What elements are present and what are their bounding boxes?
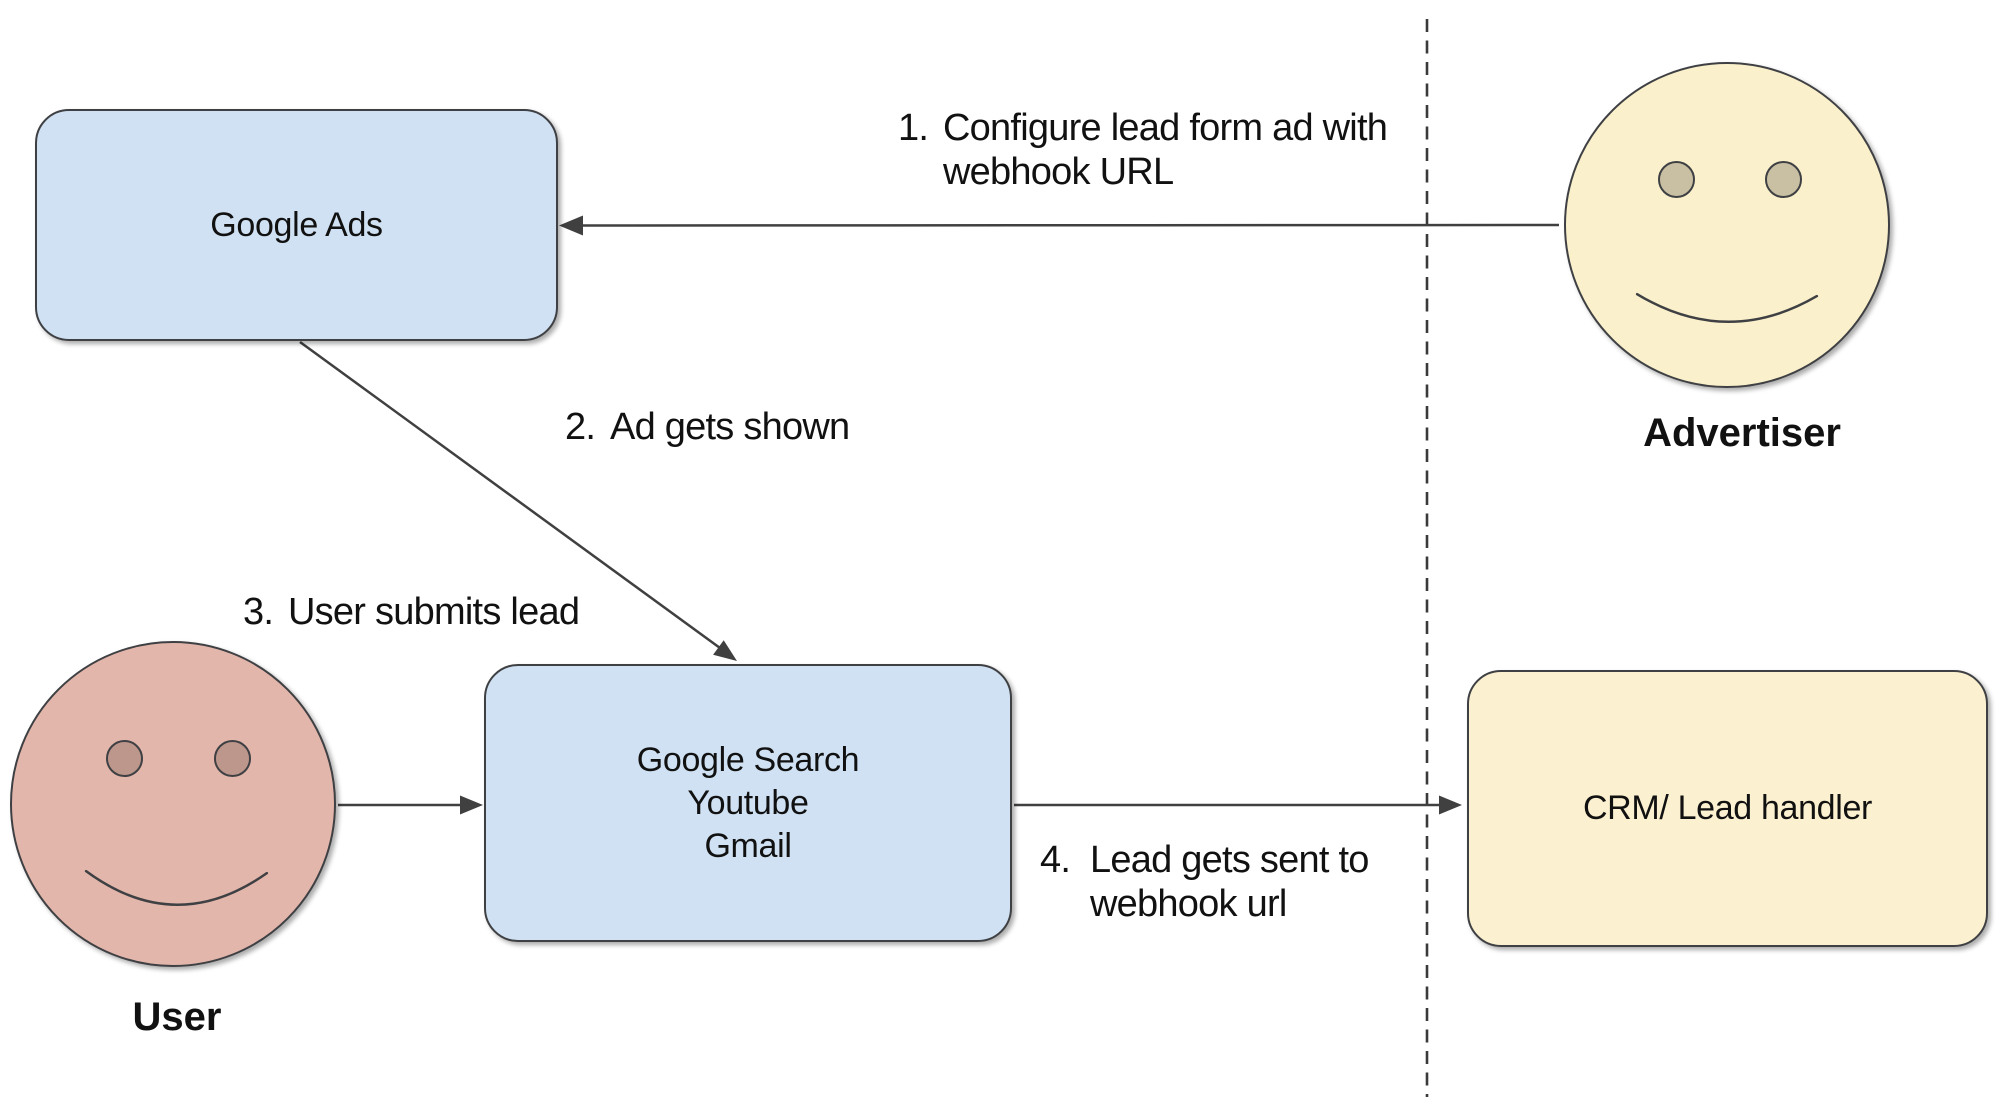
node-google-surfaces-line-3: Gmail xyxy=(704,826,792,865)
node-google-surfaces-line-2: Youtube xyxy=(687,783,809,822)
arrow-user-submits xyxy=(338,795,483,815)
node-google-ads[interactable]: Google Ads xyxy=(35,109,558,341)
node-google-ads-label: Google Ads xyxy=(210,205,383,244)
step-label-2: 2. Ad gets shown xyxy=(565,405,850,449)
step-1-number: 1. xyxy=(898,107,929,149)
step-4-text-line-1: Lead gets sent to xyxy=(1090,839,1369,881)
advertiser-right-eye-icon xyxy=(1765,161,1802,198)
node-google-surfaces-line-1: Google Search xyxy=(636,740,860,779)
step-1-text-line-1: Configure lead form ad with xyxy=(943,107,1388,149)
step-3-number: 3. xyxy=(243,591,274,633)
step-label-3: 3. User submits lead xyxy=(243,590,580,634)
step-2-text: Ad gets shown xyxy=(610,406,850,448)
user-left-eye-icon xyxy=(106,740,143,777)
step-2-number: 2. xyxy=(565,406,596,448)
step-3-text: User submits lead xyxy=(288,591,580,633)
arrow-ad-gets-shown xyxy=(299,340,737,661)
node-crm-label: CRM/ Lead handler xyxy=(1582,789,1873,827)
step-label-1: 1. Configure lead form ad with webhook U… xyxy=(898,106,1388,194)
advertiser-face[interactable] xyxy=(1564,62,1890,388)
arrow-configure-webhook xyxy=(559,215,1560,236)
user-smile-icon xyxy=(84,869,269,906)
step-4-text-line-2: webhook url xyxy=(1090,883,1287,925)
advertiser-left-eye-icon xyxy=(1658,161,1695,198)
step-label-4: 4. Lead gets sent to webhook url xyxy=(1040,838,1369,926)
node-google-surfaces[interactable]: Google Search Youtube Gmail xyxy=(484,664,1012,942)
arrow-lead-webhook xyxy=(1014,795,1462,815)
step-4-number: 4. xyxy=(1040,839,1071,881)
user-right-eye-icon xyxy=(214,740,251,777)
advertiser-smile-icon xyxy=(1635,292,1819,323)
user-face[interactable] xyxy=(10,641,336,967)
step-1-text-line-2: webhook URL xyxy=(943,151,1174,193)
user-label: User xyxy=(132,995,222,1039)
node-crm-lead-handler[interactable]: CRM/ Lead handler xyxy=(1467,670,1988,947)
advertiser-label: Advertiser xyxy=(1643,411,1841,455)
